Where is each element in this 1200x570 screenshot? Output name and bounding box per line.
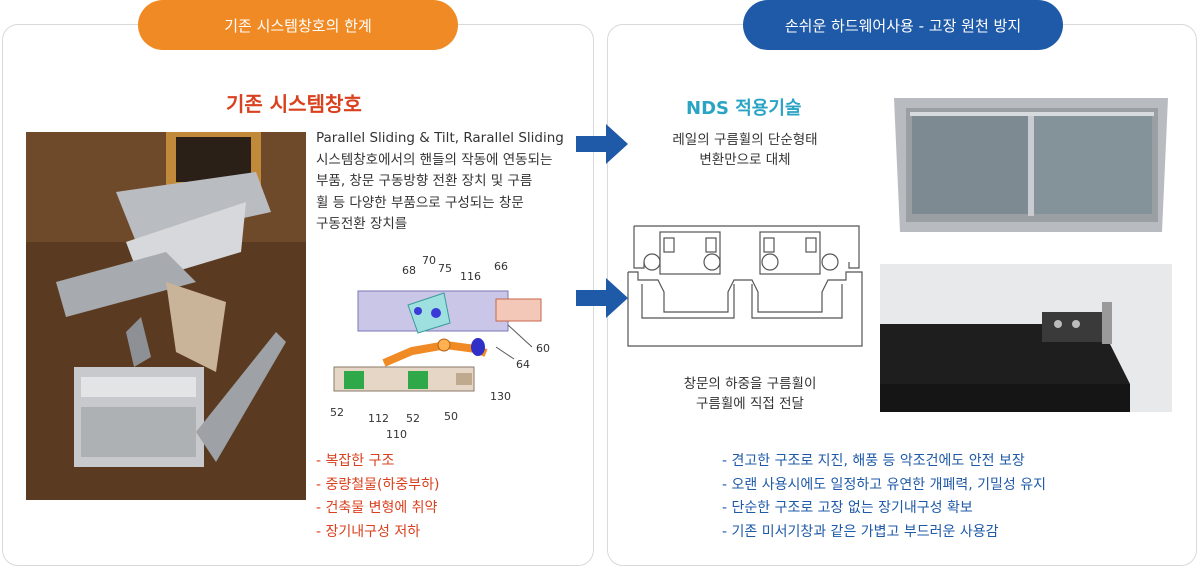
arrow-right-icon [576, 124, 628, 164]
arrow-right-icon [576, 278, 628, 318]
label-52: 52 [330, 406, 344, 419]
load-line: 창문의 하중을 구름휠이 [683, 376, 817, 392]
benefit-item: - 견고한 구조로 지진, 해풍 등 악조건에도 안전 보장 [722, 453, 1025, 469]
label-66: 66 [494, 260, 508, 273]
desc-line: 구동전환 장치를 [316, 216, 408, 232]
desc-line: 휠 등 다양한 부품으로 구성되는 창문 [316, 194, 524, 211]
label-68: 68 [402, 264, 416, 277]
nds-line: 레일의 구름휠의 단순형태 [672, 132, 818, 148]
label-60: 60 [536, 342, 550, 355]
issue-item: - 중량철물(하중부하) [316, 476, 440, 493]
nds-tech-description: 레일의 구름휠의 단순형태 변환만으로 대체 [620, 130, 870, 170]
label-75: 75 [438, 262, 452, 275]
label-64: 64 [516, 358, 530, 371]
label-50: 50 [444, 410, 458, 423]
existing-system-title: 기존 시스템창호 [226, 92, 362, 116]
rail-hardware-photo [880, 264, 1172, 412]
sliding-window-photo [880, 92, 1172, 240]
nds-benefits: - 견고한 구조로 지진, 해풍 등 악조건에도 안전 보장 - 오랜 사용시에… [722, 450, 1046, 544]
desc-line: Parallel Sliding & Tilt, Rarallel Slidin… [316, 130, 564, 146]
label-112: 112 [368, 412, 389, 425]
label-52b: 52 [406, 412, 420, 425]
right-section-header: 손쉬운 하드웨어사용 - 고장 원천 방지 [743, 0, 1063, 50]
issue-item: - 장기내구성 저하 [316, 523, 421, 540]
label-130: 130 [490, 390, 511, 403]
desc-line: 부품, 창문 구동방향 전환 장치 및 구름 [316, 173, 533, 189]
nds-line: 변환만으로 대체 [699, 152, 791, 168]
issue-item: - 건축물 변형에 취약 [316, 500, 438, 516]
label-116: 116 [460, 270, 481, 283]
existing-hardware-photo [26, 132, 306, 500]
desc-line: 시스템창호에서의 핸들의 작동에 연동되는 [316, 151, 553, 168]
nds-tech-title: NDS 적용기술 [686, 98, 802, 119]
mechanism-diagram [333, 290, 542, 392]
existing-system-description: Parallel Sliding & Tilt, Rarallel Slidin… [316, 128, 576, 236]
label-70: 70 [422, 254, 436, 267]
existing-system-issues: - 복잡한 구조 - 중량철물(하중부하) - 건축물 변형에 취약 - 장기내… [316, 450, 439, 544]
load-transfer-description: 창문의 하중을 구름휠이 구름휠에 직접 전달 [620, 374, 880, 414]
benefit-item: - 기존 미서기창과 같은 가볍고 부드러운 사용감 [722, 523, 999, 540]
label-110: 110 [386, 428, 407, 441]
rail-wheel-diagram [627, 225, 863, 347]
left-section-header: 기존 시스템창호의 한계 [138, 0, 458, 50]
load-line: 구름휠에 직접 전달 [696, 396, 804, 412]
issue-item: - 복잡한 구조 [316, 453, 395, 469]
benefit-item: - 단순한 구조로 고장 없는 장기내구성 확보 [722, 500, 973, 516]
benefit-item: - 오랜 사용시에도 일정하고 유연한 개폐력, 기밀성 유지 [722, 476, 1047, 493]
